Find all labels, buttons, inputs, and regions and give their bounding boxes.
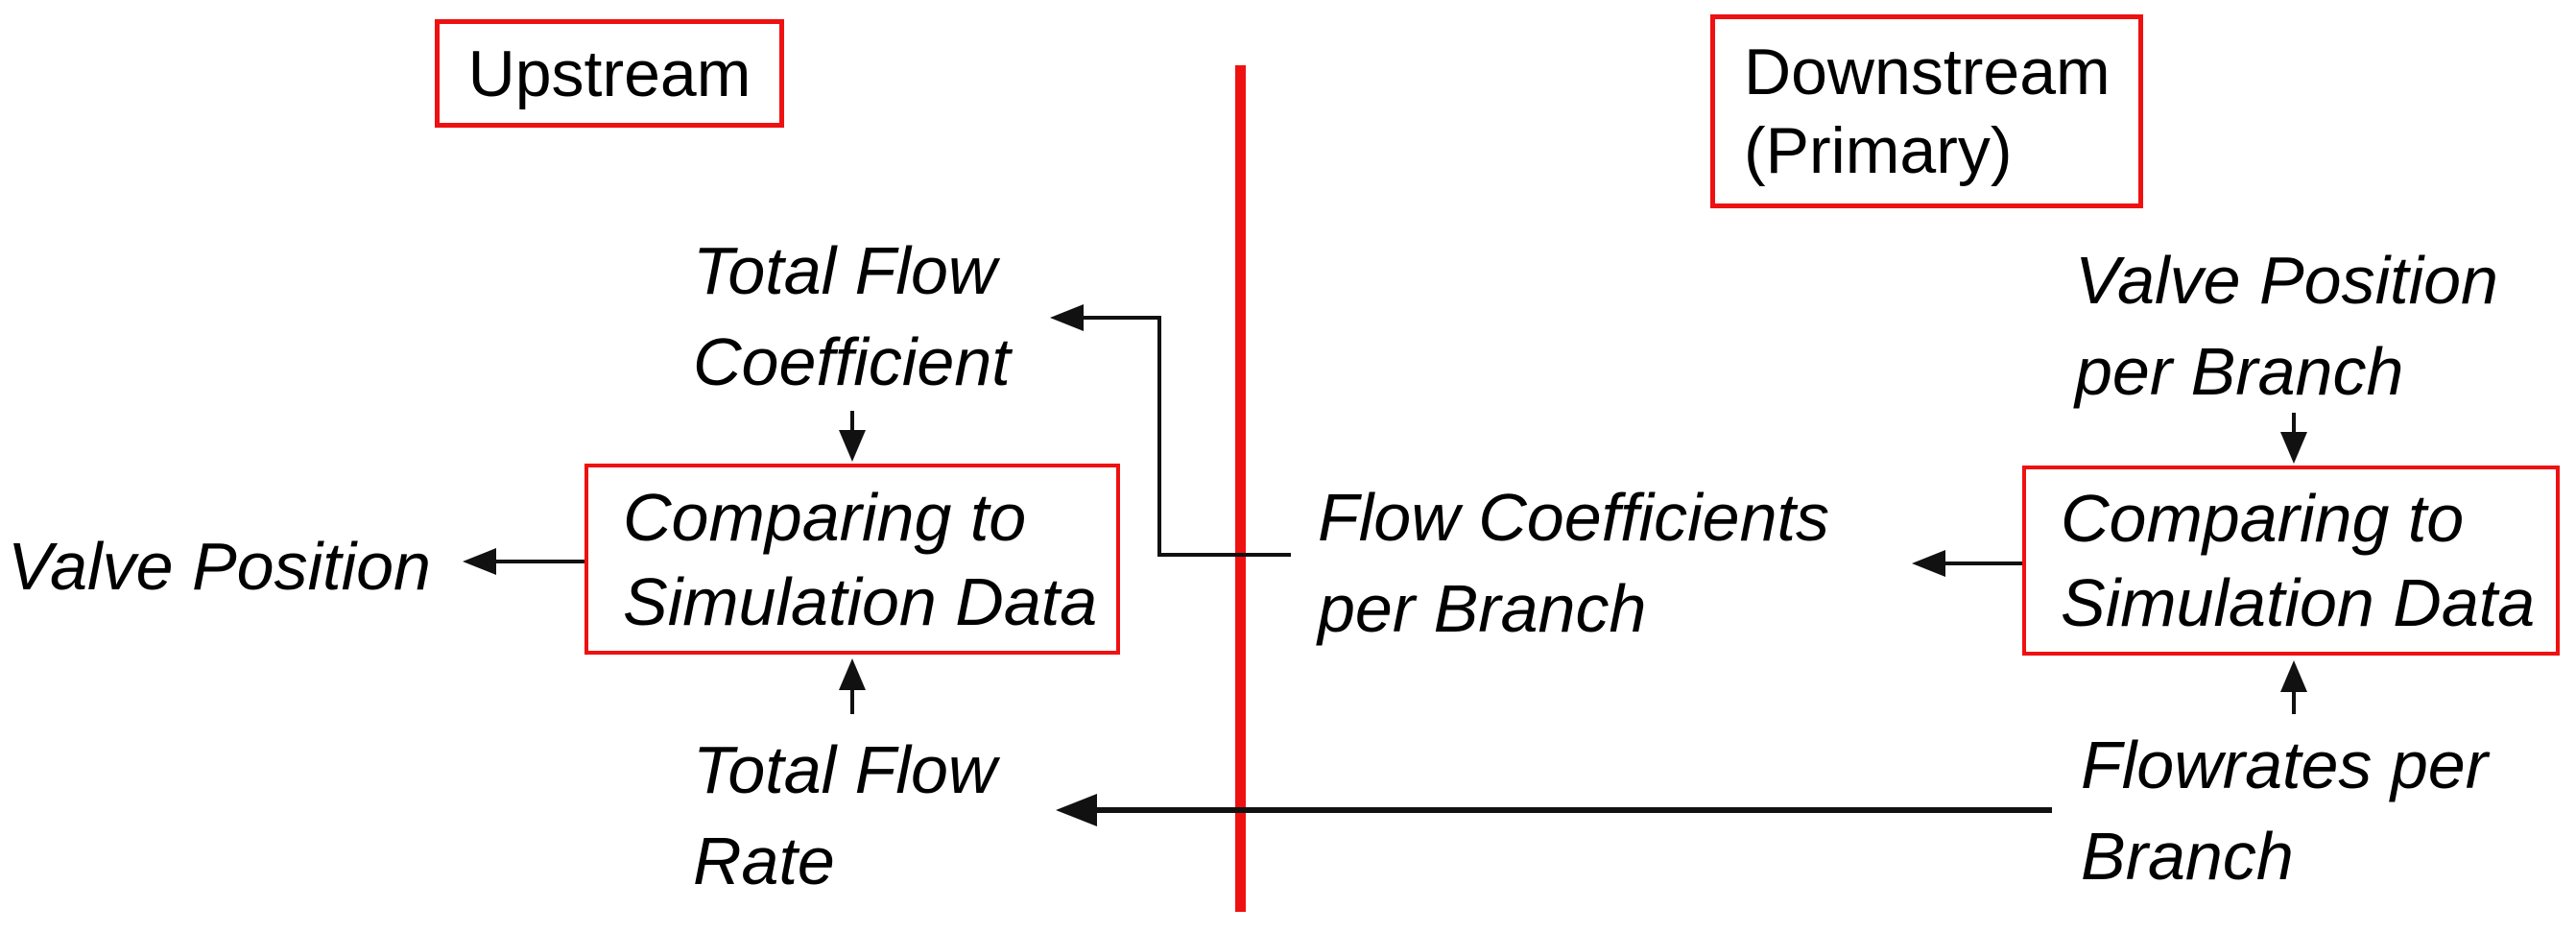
valve-position-per-branch-label: Valve Position per Branch xyxy=(2075,243,2498,409)
comparing-right-label: Comparing to Simulation Data xyxy=(2061,481,2536,640)
flow-coefficients-per-branch-label: Flow Coefficients per Branch xyxy=(1318,480,1829,646)
total-flow-rate-label: Total Flow Rate xyxy=(693,732,997,898)
arrow-total-flow-coefficient-to-comparing-left xyxy=(839,411,866,462)
arrow-valve-position-per-branch-to-comparing-right xyxy=(2280,413,2307,464)
downstream-header-box: Downstream (Primary) xyxy=(1710,14,2143,208)
upstream-header-box: Upstream xyxy=(435,19,784,128)
downstream-title: Downstream (Primary) xyxy=(1744,36,2111,187)
upstream-title: Upstream xyxy=(467,36,751,110)
arrow-total-flow-rate-to-comparing-left xyxy=(839,658,866,714)
arrow-flowrates-per-branch-to-comparing-right xyxy=(2280,660,2307,714)
total-flow-coefficient-label: Total Flow Coefficient xyxy=(693,233,1011,399)
comparing-left-label: Comparing to Simulation Data xyxy=(623,479,1098,639)
flowrates-per-branch-label: Flowrates per Branch xyxy=(2081,728,2489,894)
comparing-to-simulation-data-box-downstream: Comparing to Simulation Data xyxy=(2022,466,2560,656)
valve-position-label: Valve Position xyxy=(8,529,431,604)
comparing-to-simulation-data-box-upstream: Comparing to Simulation Data xyxy=(584,464,1120,655)
arrow-comparing-left-to-valve-position xyxy=(463,548,584,575)
arrow-flowrates-per-branch-to-total-flow-rate xyxy=(1056,794,2052,826)
upstream-downstream-divider xyxy=(1235,65,1246,912)
arrow-comparing-right-to-flow-coefficients xyxy=(1912,550,2022,577)
